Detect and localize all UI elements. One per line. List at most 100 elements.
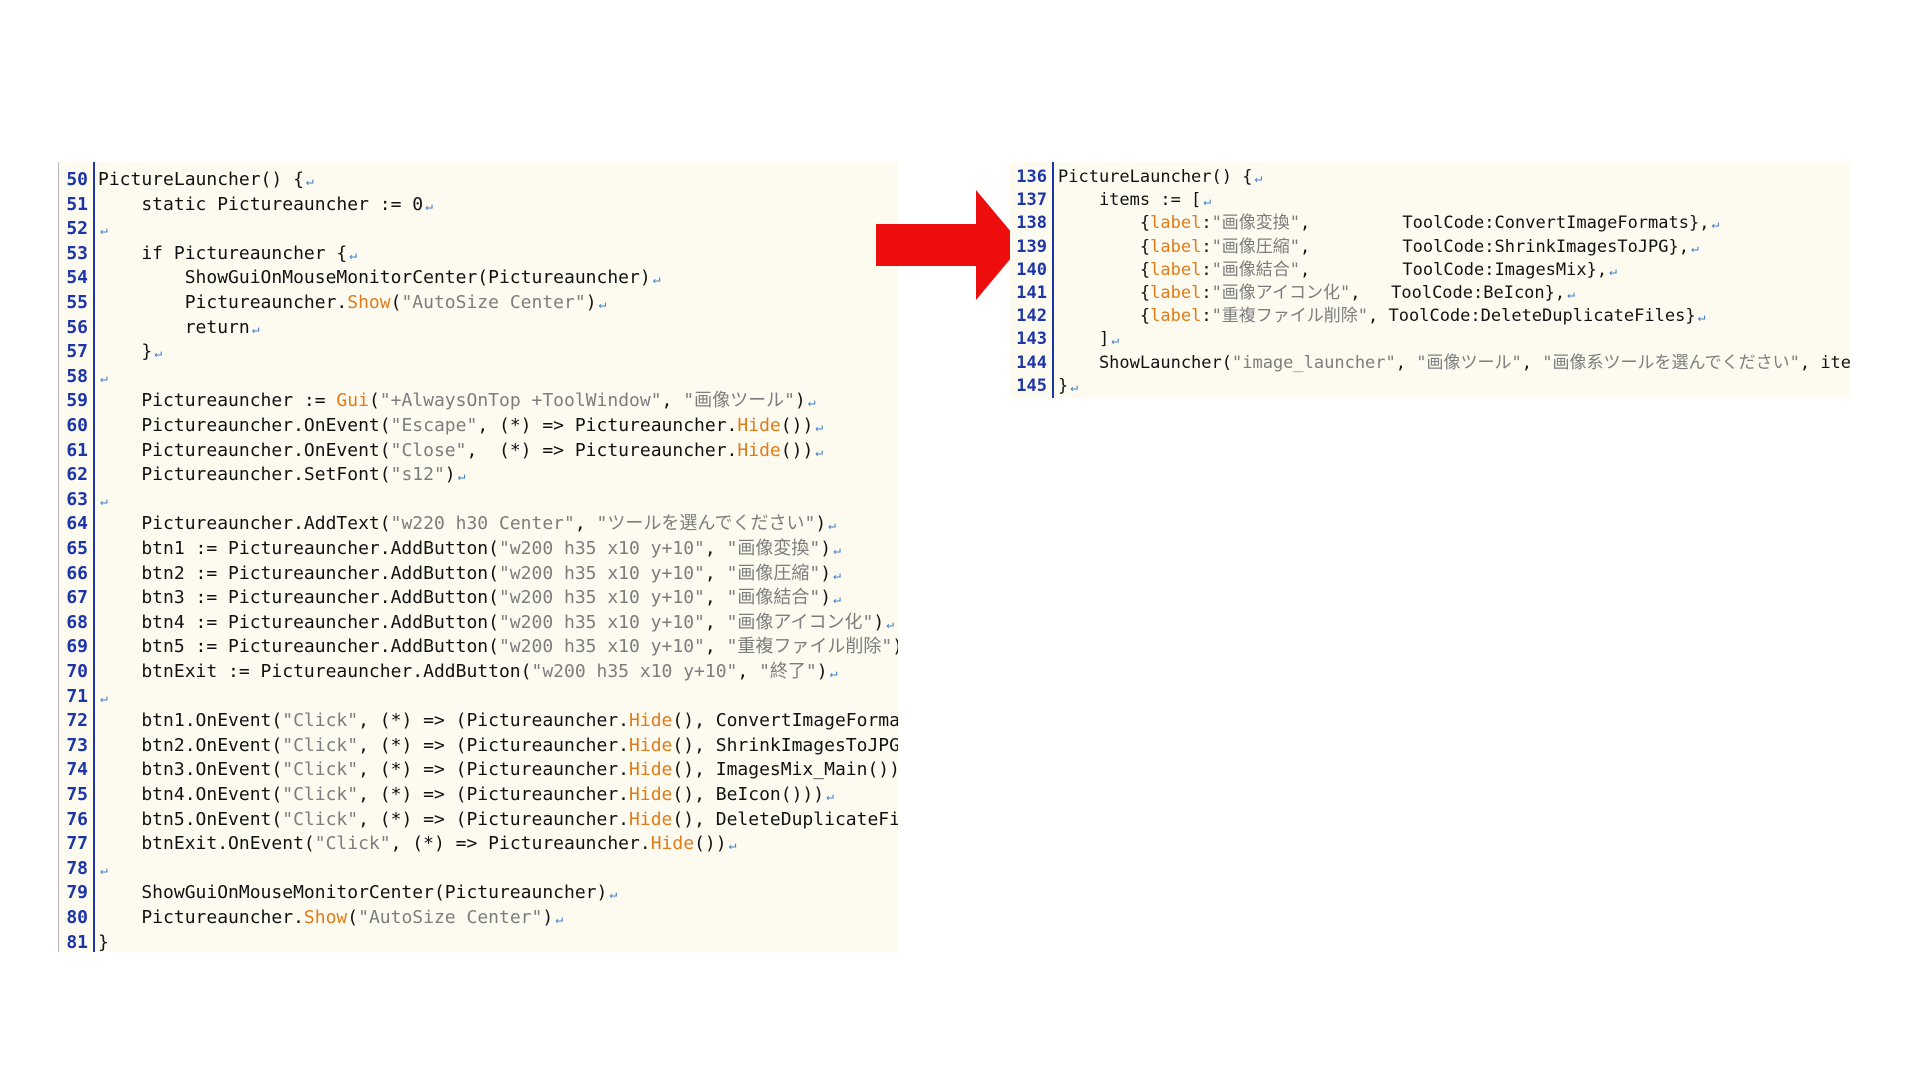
code-token: , (*) => (Pictureauncher. xyxy=(358,784,630,805)
method-token: Hide xyxy=(737,439,781,461)
line-end-icon: ↵ xyxy=(652,272,661,288)
code-token: Pictureauncher.AddText( xyxy=(98,513,391,535)
code-token: : xyxy=(1201,213,1212,234)
code-text: ↵ xyxy=(98,857,108,883)
line-end-icon: ↵ xyxy=(425,198,433,214)
line-number: 137 xyxy=(1016,190,1047,211)
code-token: ()) xyxy=(780,439,814,461)
code-text: btn1.OnEvent("Click", (*) => (Pictureaun… xyxy=(98,709,898,735)
string-token: "Click" xyxy=(282,784,359,805)
string-token: "Click" xyxy=(282,710,359,732)
code-token: , ToolCode:ImagesMix}, xyxy=(1300,259,1608,280)
line-number: 68 xyxy=(66,611,88,633)
line-number: 78 xyxy=(66,857,88,879)
line-end-icon: ↵ xyxy=(1697,310,1706,326)
code-token: btnExit.OnEvent( xyxy=(98,833,315,855)
string-token: "画像アイコン化" xyxy=(726,611,874,633)
line-end-icon: ↵ xyxy=(100,862,108,878)
line-number: 63 xyxy=(66,488,88,510)
line-number: 139 xyxy=(1016,236,1047,257)
code-line: 66 btn2 := Pictureauncher.AddButton("w20… xyxy=(58,562,898,586)
method-token: Hide xyxy=(629,784,673,805)
code-text: Pictureauncher := Gui("+AlwaysOnTop +Too… xyxy=(98,389,815,415)
line-end-icon: ↵ xyxy=(457,469,466,485)
code-text: btn1 := Pictureauncher.AddButton("w200 h… xyxy=(98,537,841,563)
line-end-icon: ↵ xyxy=(100,223,108,239)
code-text: Pictureauncher.AddText("w220 h30 Center"… xyxy=(98,512,836,538)
code-text: Pictureauncher.SetFont("s12")↵ xyxy=(98,463,465,489)
code-line: 141 {label:"画像アイコン化", ToolCode:BeIcon},↵ xyxy=(1010,282,1850,305)
code-token: btnExit := Pictureauncher.AddButton( xyxy=(98,661,532,682)
line-number: 53 xyxy=(66,242,88,264)
code-token: , ToolCode:ShrinkImagesToJPG}, xyxy=(1300,236,1689,257)
code-text: Pictureauncher.Show("AutoSize Center")↵ xyxy=(98,291,607,317)
line-number: 51 xyxy=(66,193,88,215)
line-number: 69 xyxy=(66,636,88,658)
code-token: , (*) => (Pictureauncher. xyxy=(358,808,630,830)
string-token: "AutoSize Center" xyxy=(358,907,543,928)
string-token: "w200 h35 x10 y+10" xyxy=(498,636,705,658)
line-number: 70 xyxy=(66,661,88,682)
line-number: 77 xyxy=(66,833,88,855)
code-token: ) xyxy=(820,538,832,559)
string-token: "w200 h35 x10 y+10" xyxy=(498,562,705,584)
code-token: , (*) => Pictureauncher. xyxy=(390,833,651,855)
string-token: "終了" xyxy=(759,661,817,682)
code-token: , ToolCode:DeleteDuplicateFiles} xyxy=(1368,306,1696,327)
method-token: Show xyxy=(347,292,391,313)
code-token: ( xyxy=(347,907,359,928)
code-text: } xyxy=(98,931,109,952)
code-token: return xyxy=(98,316,250,338)
code-token: ShowGuiOnMouseMonitorCenter(Pictureaunch… xyxy=(98,882,608,904)
code-token: btn5.OnEvent( xyxy=(98,808,283,830)
line-end-icon: ↵ xyxy=(349,247,358,263)
code-line: 57 }↵ xyxy=(58,340,898,364)
code-line: 75 btn4.OnEvent("Click", (*) => (Picture… xyxy=(58,783,898,807)
code-token: , ToolCode:ConvertImageFormats}, xyxy=(1300,213,1710,234)
code-token: PictureLauncher() { xyxy=(98,169,304,190)
code-token: : xyxy=(1201,236,1212,257)
code-token: { xyxy=(1058,306,1151,327)
method-token: Show xyxy=(303,907,348,928)
code-token: btn3 := Pictureauncher.AddButton( xyxy=(98,587,499,609)
code-line: 137 items := [↵ xyxy=(1010,189,1850,212)
line-number: 73 xyxy=(66,734,88,756)
line-number: 65 xyxy=(66,538,88,559)
code-token: ( xyxy=(390,292,402,313)
line-number: 54 xyxy=(66,267,88,289)
code-token: ()) xyxy=(780,415,814,436)
line-number: 50 xyxy=(66,169,88,190)
code-line: 80 Pictureauncher.Show("AutoSize Center"… xyxy=(58,906,898,930)
line-end-icon: ↵ xyxy=(555,912,564,927)
code-text: btn2.OnEvent("Click", (*) => (Pictureaun… xyxy=(98,734,898,760)
code-token: ) xyxy=(444,464,456,486)
line-end-icon: ↵ xyxy=(609,887,618,903)
code-token: ) xyxy=(820,587,832,609)
code-token: , xyxy=(704,636,727,658)
code-line: 71↵ xyxy=(58,685,898,709)
code-text: }↵ xyxy=(1058,375,1078,398)
code-line: 68 btn4 := Pictureauncher.AddButton("w20… xyxy=(58,611,898,635)
code-text: {label:"画像圧縮", ToolCode:ShrinkImagesToJP… xyxy=(1058,236,1699,260)
code-token: btn3.OnEvent( xyxy=(98,759,283,781)
code-token: : xyxy=(1201,283,1212,303)
string-token: "Click" xyxy=(282,808,359,830)
code-text: Pictureauncher.Show("AutoSize Center")↵ xyxy=(98,906,563,932)
code-token: ) xyxy=(892,636,898,657)
code-text: }↵ xyxy=(98,340,162,366)
code-line: 138 {label:"画像変換", ToolCode:ConvertImage… xyxy=(1010,212,1850,235)
line-number: 62 xyxy=(66,464,88,486)
line-number: 67 xyxy=(66,587,88,609)
line-end-icon: ↵ xyxy=(100,370,108,386)
code-text: btn3 := Pictureauncher.AddButton("w200 h… xyxy=(98,586,841,612)
code-token: , ToolCode:BeIcon}, xyxy=(1350,283,1566,303)
code-text: btn5.OnEvent("Click", (*) => (Pictureaun… xyxy=(98,808,898,834)
code-token: ) xyxy=(794,390,806,412)
string-token: "ツールを選んでください" xyxy=(596,513,816,535)
code-line: 76 btn5.OnEvent("Click", (*) => (Picture… xyxy=(58,808,898,832)
code-token: , (*) => Pictureauncher. xyxy=(477,415,738,436)
